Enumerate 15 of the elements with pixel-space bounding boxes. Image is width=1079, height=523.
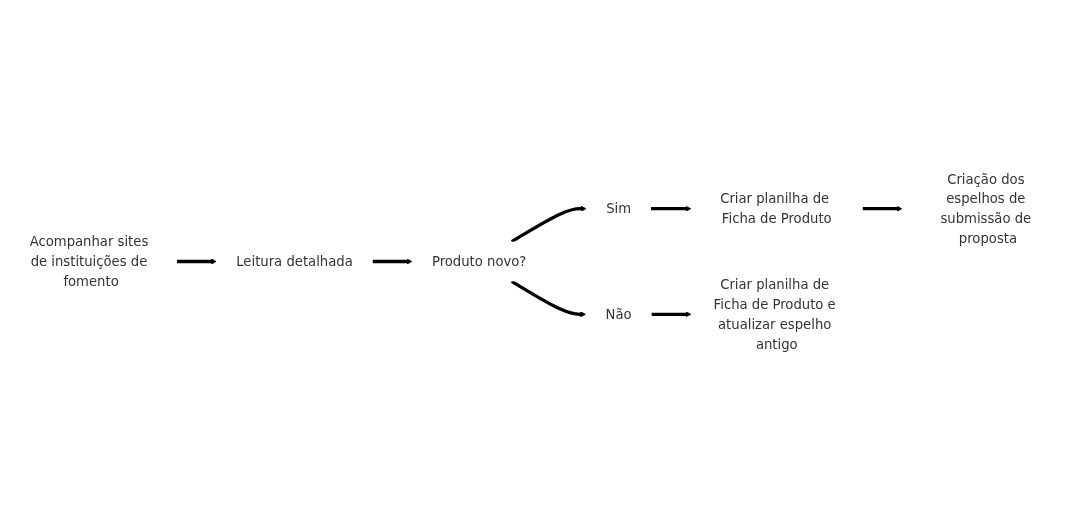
arrow bbox=[862, 205, 903, 212]
arrow bbox=[176, 258, 217, 265]
node-text: Acompanhar sites de instituições de fomento bbox=[29, 233, 149, 290]
node-text: Criação dos espelhos de submissão de proposta bbox=[940, 171, 1032, 247]
node-text: Não bbox=[605, 306, 632, 323]
arrow bbox=[510, 279, 587, 318]
arrow bbox=[651, 311, 692, 318]
arrow bbox=[510, 205, 587, 244]
arrow bbox=[372, 258, 413, 265]
arrow bbox=[650, 205, 692, 212]
node-text: Sim bbox=[606, 200, 632, 217]
node-text: Criar planilha de Ficha de Produto e atualizar espelho antigo bbox=[713, 276, 836, 352]
node-text: Criar planilha de Ficha de Produto bbox=[720, 190, 832, 227]
node-text: Produto novo? bbox=[431, 253, 527, 270]
node-text: Leitura detalhada bbox=[236, 253, 353, 270]
